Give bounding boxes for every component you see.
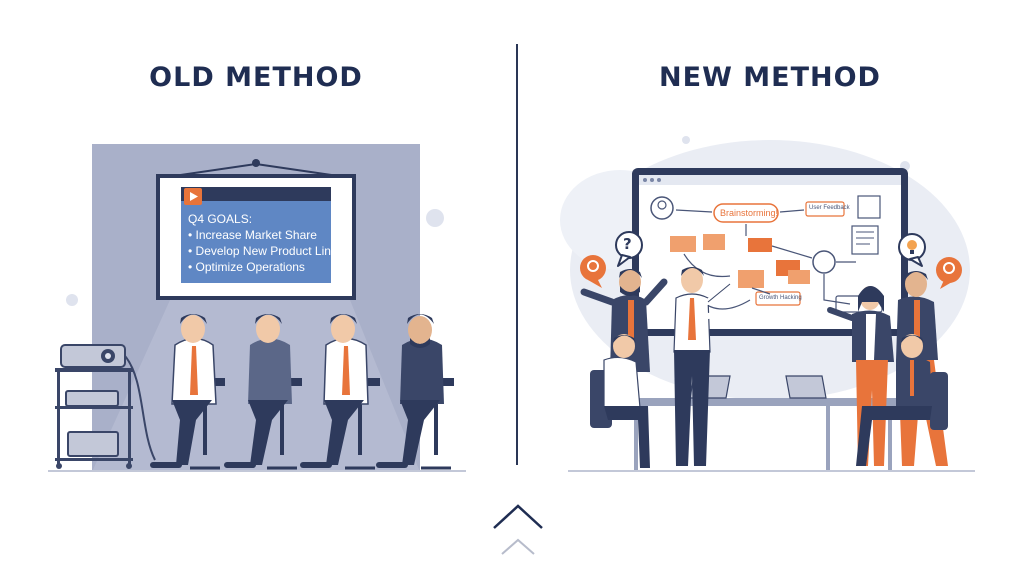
presenter (673, 267, 743, 466)
chevron-up-icon[interactable] (488, 500, 548, 560)
audience-person-2 (224, 314, 302, 470)
question-mark-text: ? (623, 235, 632, 253)
colleague-seated-right (856, 334, 948, 466)
audience-person-3 (300, 314, 380, 470)
whiteboard-brainstorming-note: Brainstorming! (720, 208, 779, 218)
whiteboard-user-feedback-note: User Feedback (809, 205, 850, 211)
center-divider (516, 44, 518, 465)
question-bubble-icon (615, 231, 643, 267)
slide-bullet-2: • Develop New Product Line (188, 244, 338, 258)
projector (60, 344, 126, 368)
play-icon (184, 188, 202, 205)
whiteboard-growth-hacking-note: Growth Hacking (759, 295, 802, 301)
slide-bullet-1: • Increase Market Share (188, 228, 317, 242)
lightbulb-bubble-icon (898, 233, 926, 267)
audience-person-1 (150, 314, 225, 470)
slide-title: Q4 GOALS: (188, 212, 253, 226)
colleague-seated-left (590, 334, 650, 468)
slide (181, 187, 331, 283)
meeting-table (622, 398, 904, 406)
idea-bubble-icon-2 (936, 257, 962, 289)
old-method-heading: OLD METHOD (149, 62, 363, 93)
slide-bullet-3: • Optimize Operations (188, 260, 305, 274)
audience-person-4 (376, 314, 454, 470)
idea-bubble-icon (580, 255, 606, 288)
laptop-2 (785, 375, 827, 399)
new-method-heading: NEW METHOD (659, 62, 881, 93)
